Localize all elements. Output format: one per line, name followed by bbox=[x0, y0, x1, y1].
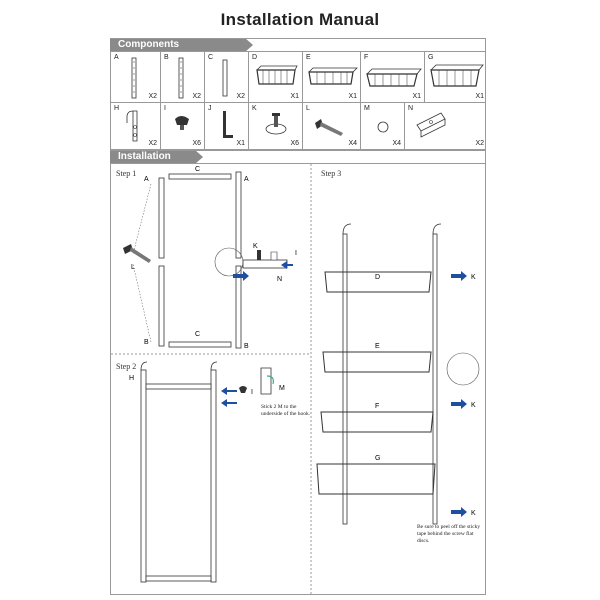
component-cell-k: K X6 bbox=[249, 103, 303, 149]
step-1-label: Step 1 bbox=[116, 169, 137, 178]
component-qty: X2 bbox=[148, 93, 157, 100]
component-letter: G bbox=[428, 54, 434, 61]
component-letter: C bbox=[208, 54, 214, 61]
step3-letter-k3: K bbox=[471, 510, 476, 517]
step3-letter-e: E bbox=[375, 343, 380, 350]
component-letter: J bbox=[208, 105, 212, 112]
component-qty: X6 bbox=[290, 140, 299, 147]
component-letter: D bbox=[252, 54, 258, 61]
component-letter: K bbox=[252, 105, 257, 112]
components-header-strip bbox=[110, 38, 486, 52]
step3-letter-g: G bbox=[375, 455, 380, 462]
step-3-label: Step 3 bbox=[321, 169, 342, 178]
component-letter: H bbox=[114, 105, 120, 112]
step1-letter-a2: A bbox=[244, 176, 249, 183]
component-cell-b: B X2 bbox=[161, 52, 205, 102]
component-cell-f: F X1 bbox=[361, 52, 425, 102]
component-letter: N bbox=[408, 105, 414, 112]
guide-header-strip bbox=[110, 150, 486, 164]
component-qty: X1 bbox=[475, 93, 484, 100]
component-cell-a: A X2 bbox=[111, 52, 161, 102]
component-cell-h: H X2 bbox=[111, 103, 161, 149]
component-qty: X2 bbox=[148, 140, 157, 147]
screw-head-icon bbox=[175, 116, 189, 130]
component-qty: X6 bbox=[192, 140, 201, 147]
page-title: Installation Manual bbox=[220, 10, 380, 29]
basket-icon bbox=[256, 65, 298, 85]
rail-part-icon bbox=[178, 57, 184, 99]
guide-header: Installation Guide bbox=[110, 150, 203, 176]
component-qty: X4 bbox=[392, 140, 401, 147]
bolt-icon bbox=[315, 119, 343, 136]
components-row-1: A X2 B X2 C X2 D X1 E X1 bbox=[110, 51, 486, 103]
component-cell-l: L X4 bbox=[303, 103, 361, 149]
component-letter: B bbox=[164, 54, 169, 61]
step2-letter-i: I bbox=[251, 389, 253, 396]
component-letter: A bbox=[114, 54, 119, 61]
installation-guide-panel: Step 1 A A C C B B L K I N bbox=[110, 163, 486, 595]
step-3-note: Be sure to peel off the sticky tape behi… bbox=[417, 524, 481, 544]
step1-letter-c: C bbox=[195, 166, 200, 173]
step-2-label: Step 2 bbox=[116, 362, 137, 371]
components-row-2: H X2 I X6 J X1 K X6 L X4 bbox=[110, 102, 486, 150]
component-qty: X2 bbox=[236, 93, 245, 100]
basket-icon bbox=[430, 64, 484, 87]
guide-dividers bbox=[111, 164, 312, 594]
hook-icon bbox=[126, 110, 138, 142]
step2-letter-m: M bbox=[279, 385, 285, 392]
step-2-diagram: H I M bbox=[129, 361, 285, 583]
flat-disc-screw-icon bbox=[265, 113, 287, 135]
component-qty: X1 bbox=[412, 93, 421, 100]
component-qty: X2 bbox=[475, 140, 484, 147]
basket-icon bbox=[308, 67, 358, 85]
component-cell-m: M X4 bbox=[361, 103, 405, 149]
step1-letter-l: L bbox=[131, 264, 135, 271]
component-letter: F bbox=[364, 54, 369, 61]
component-cell-g: G X1 bbox=[425, 52, 487, 102]
rail-part-icon bbox=[131, 57, 137, 99]
component-qty: X4 bbox=[348, 140, 357, 147]
step1-letter-b2: B bbox=[244, 343, 249, 350]
step1-letter-b: B bbox=[144, 339, 149, 346]
basket-icon bbox=[366, 68, 422, 87]
ring-pad-icon bbox=[377, 121, 389, 133]
component-qty: X1 bbox=[348, 93, 357, 100]
component-qty: X1 bbox=[236, 140, 245, 147]
step1-letter-i: I bbox=[295, 250, 297, 257]
component-cell-c: C X2 bbox=[205, 52, 249, 102]
bracket-icon bbox=[416, 112, 446, 138]
step3-letter-k1: K bbox=[471, 274, 476, 281]
allen-key-icon bbox=[223, 111, 233, 138]
step1-letter-k: K bbox=[253, 243, 258, 250]
step1-letter-c2: C bbox=[195, 331, 200, 338]
component-letter: I bbox=[164, 105, 166, 112]
step-1-diagram: A A C C B B L K I N bbox=[123, 166, 297, 350]
component-letter: M bbox=[364, 105, 370, 112]
components-header: Components bbox=[110, 38, 253, 52]
component-letter: L bbox=[306, 105, 310, 112]
step-2-note: Stick 2 M to the underside of the hook. bbox=[261, 404, 311, 417]
step1-letter-a: A bbox=[144, 176, 149, 183]
crossbar-part-icon bbox=[222, 59, 228, 97]
component-cell-e: E X1 bbox=[303, 52, 361, 102]
component-cell-n: N X2 bbox=[405, 103, 487, 149]
component-cell-j: J X1 bbox=[205, 103, 249, 149]
component-cell-d: D X1 bbox=[249, 52, 303, 102]
step3-letter-d: D bbox=[375, 274, 380, 281]
component-qty: X1 bbox=[290, 93, 299, 100]
step3-letter-f: F bbox=[375, 403, 379, 410]
step1-letter-n: N bbox=[277, 276, 282, 283]
component-cell-i: I X6 bbox=[161, 103, 205, 149]
step-3-diagram: D E F G K K K bbox=[316, 223, 480, 525]
step2-letter-h: H bbox=[129, 375, 134, 382]
component-qty: X2 bbox=[192, 93, 201, 100]
step3-letter-k2: K bbox=[471, 402, 476, 409]
component-letter: E bbox=[306, 54, 311, 61]
